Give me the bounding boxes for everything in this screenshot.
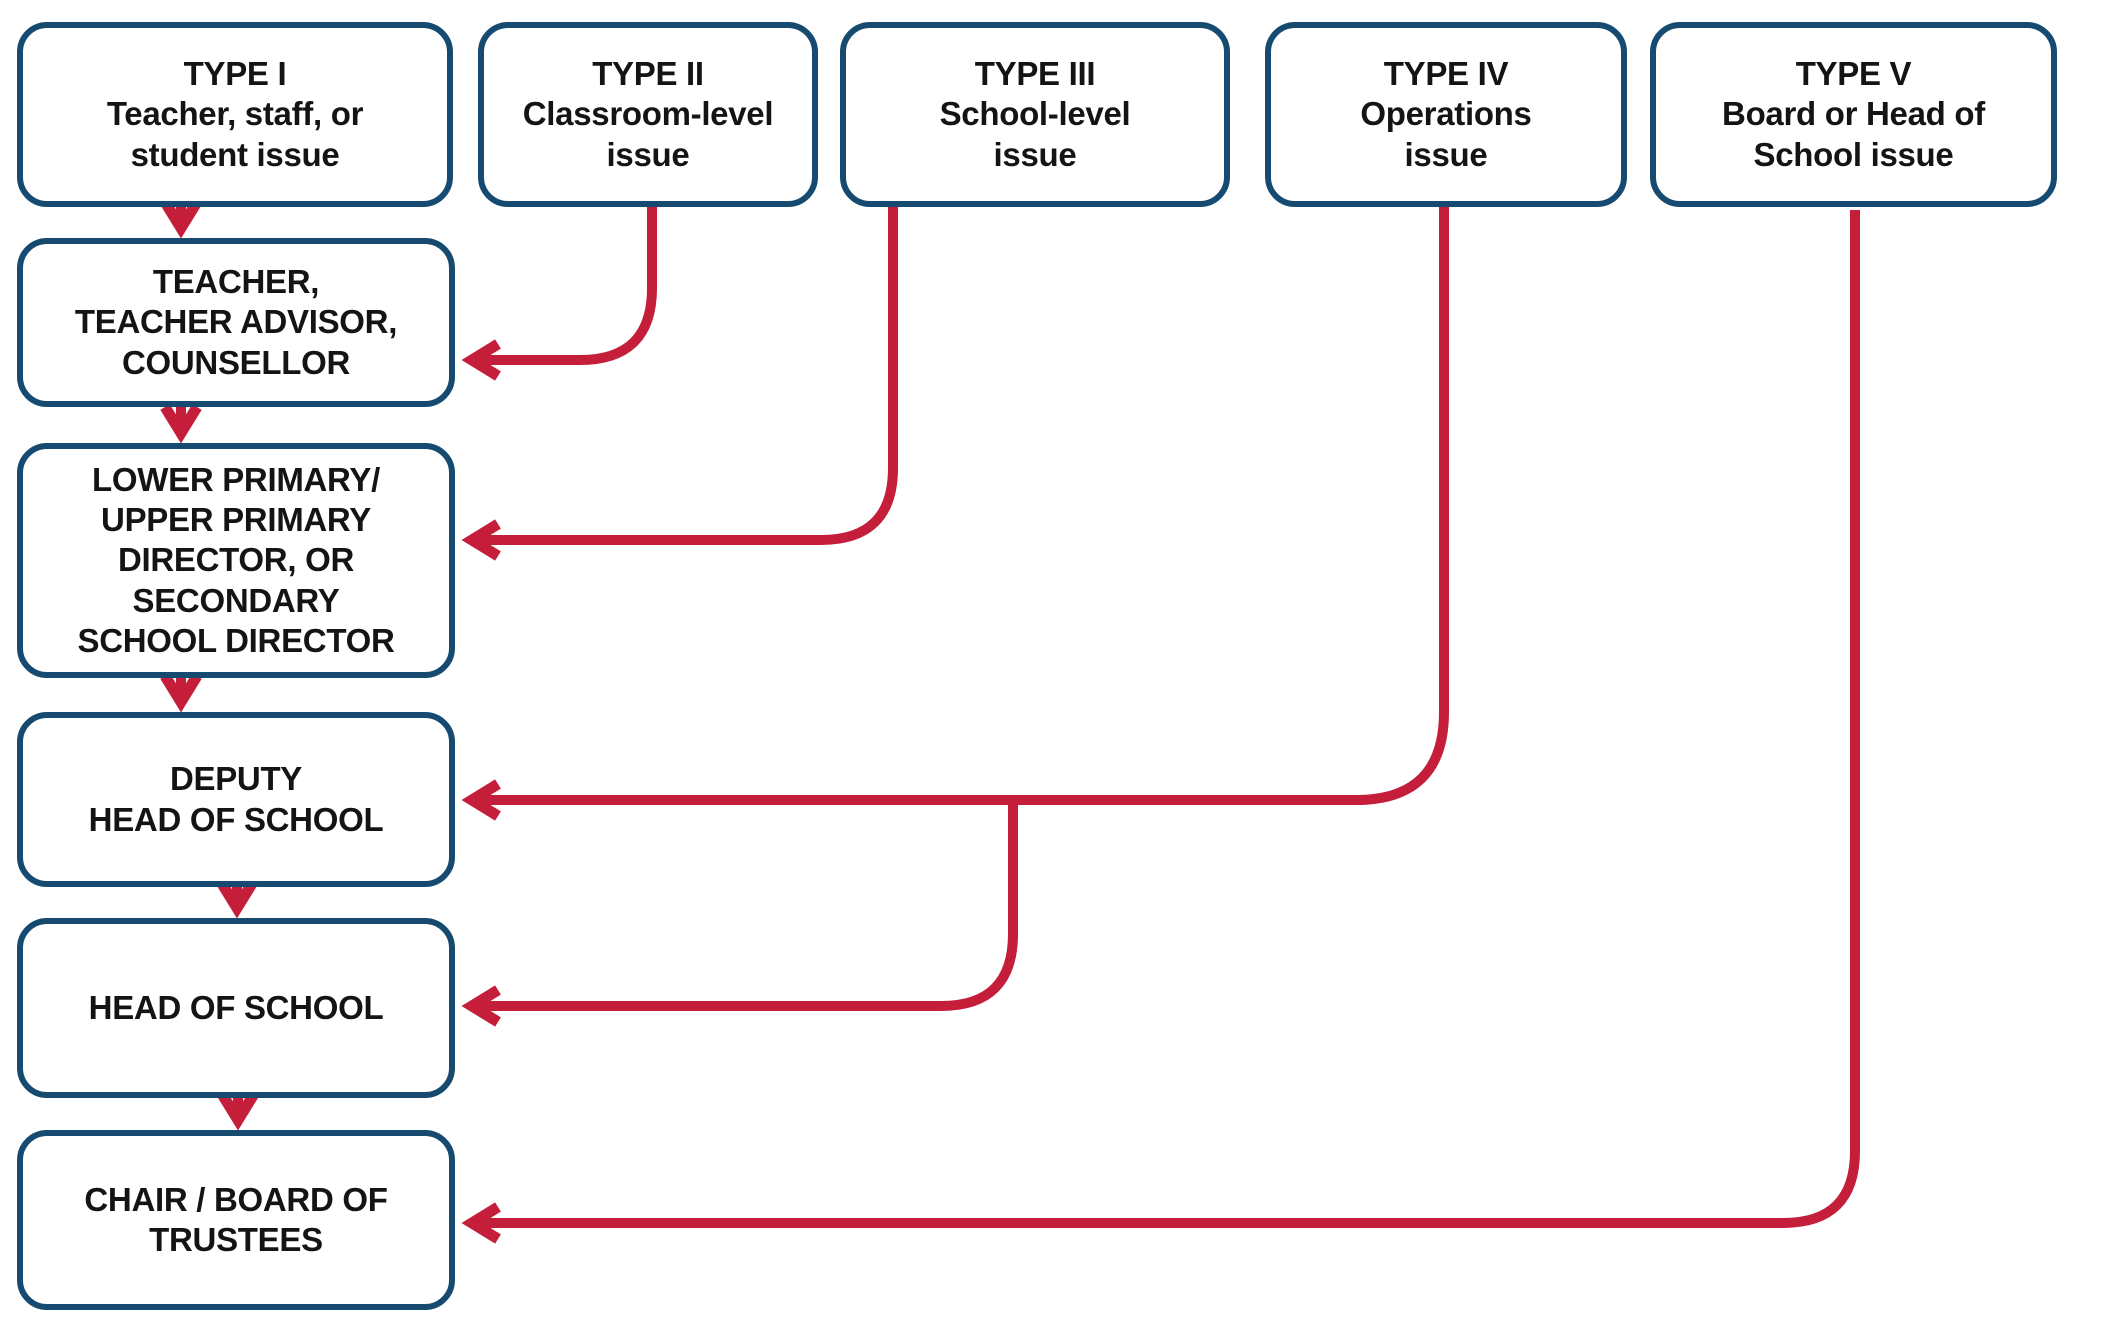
node-chair-board: CHAIR / BOARD OF TRUSTEES: [17, 1130, 455, 1310]
node-type4-issue: TYPE IV Operations issue: [1265, 22, 1627, 207]
node-school-director: LOWER PRIMARY/ UPPER PRIMARY DIRECTOR, O…: [17, 443, 455, 678]
edge-type2-teacher: [461, 207, 657, 381]
edge-type5-chair: [461, 210, 1860, 1244]
node-type3-issue: TYPE III School-level issue: [840, 22, 1230, 207]
node-type2-issue: TYPE II Classroom-level issue: [478, 22, 818, 207]
node-head-of-school: HEAD OF SCHOOL: [17, 918, 455, 1098]
node-type1-issue: TYPE I Teacher, staff, or student issue: [17, 22, 453, 207]
node-teacher-counsellor: TEACHER, TEACHER ADVISOR, COUNSELLOR: [17, 238, 455, 407]
node-type5-issue: TYPE V Board or Head of School issue: [1650, 22, 2057, 207]
edge-type4-head: [461, 800, 1018, 1027]
edge-type4-deputy: [461, 207, 1449, 821]
edge-type3-director: [461, 207, 898, 561]
node-deputy-head: DEPUTY HEAD OF SCHOOL: [17, 712, 455, 887]
